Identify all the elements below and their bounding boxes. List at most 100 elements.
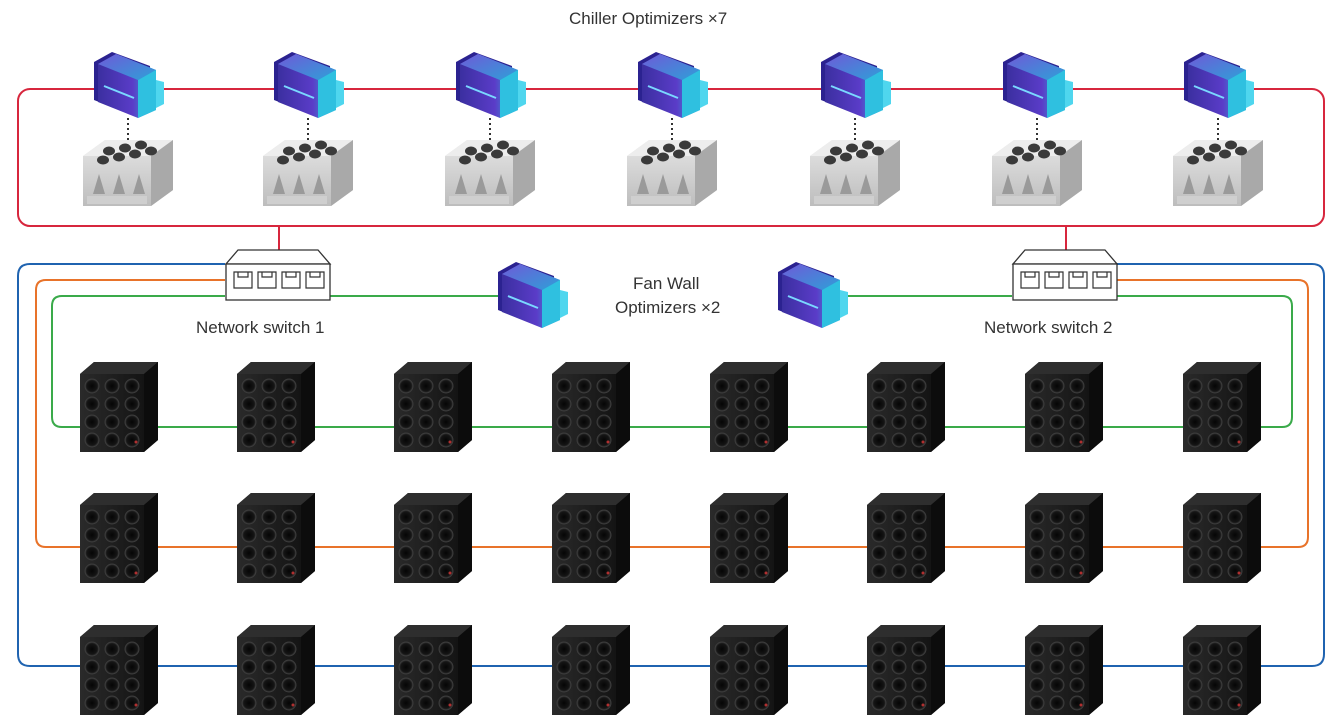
fan-wall-r1-c6-fan-4 [871,396,887,412]
fan-wall-r1-c2-fan-6 [281,396,297,412]
fan-wall-r1-c6-status-light [921,440,925,444]
fan-wall-r2-c1-fan-5 [104,527,120,543]
chiller-4-fan-2 [663,143,675,153]
fan-wall-r3-c8-fan-5 [1207,659,1223,675]
fan-wall-r3-c3-status-light [448,703,452,707]
network-switches [224,249,1119,301]
fan-wall-r2-c2-fan-4 [241,527,257,543]
fan-wall-r3-c6-fan-1 [871,641,887,657]
fan-wall-r1-c3-fan-4 [398,396,414,412]
chiller-3-fan-7 [507,146,519,156]
fan-wall-r3-c7-fan-2 [1049,641,1065,657]
fan-wall-r3-c7 [1025,625,1103,715]
fan-wall-r3-c2-side [301,625,315,715]
fan-wall-r2-c6-fan-2 [891,509,907,525]
fan-wall-r1-c7-fan-7 [1029,414,1045,430]
fan-wall-r3-c7-fan-12 [1069,695,1085,711]
chiller-4-fan-4 [641,155,653,165]
fan-wall-r2-c1-fan-2 [104,509,120,525]
fan-wall-r3-c5-fan-2 [734,641,750,657]
fan-wall-r1-c3 [394,362,472,452]
fan-wall-units [80,362,1261,715]
fan-wall-r1-c1-fan-7 [84,414,100,430]
network-switch-2-label: Network switch 2 [984,318,1113,337]
chiller-1-fan-3 [135,140,147,150]
fan-wall-r1-c1-fan-6 [124,396,140,412]
fan-wall-r3-c7-top [1025,625,1103,637]
fan-wall-r2-c3-fan-9 [438,545,454,561]
fan-wall-r2-c1-fan-12 [124,563,140,579]
fan-wall-r2-c2-fan-1 [241,509,257,525]
fan-wall-r1-c2-fan-4 [241,396,257,412]
fan-wall-r2-c1-fan-6 [124,527,140,543]
chiller-1-base [87,196,147,204]
fan-wall-r3-c3-fan-10 [398,695,414,711]
fan-wall-r2-c7-fan-11 [1049,563,1065,579]
fan-wall-r2-c7-fan-3 [1069,509,1085,525]
chiller-5-fan-1 [830,146,842,156]
fan-wall-optimizer-1-led-strip [507,295,539,309]
fan-wall-r1-c3-fan-8 [418,414,434,430]
fan-wall-r1-c7-fan-11 [1049,432,1065,448]
fan-wall-r1-c4-fan-1 [556,378,572,394]
fan-wall-r3-c1-fan-10 [84,695,100,711]
fan-wall-r2-c7-top [1025,493,1103,505]
fan-wall-r1-c2 [237,362,315,452]
fan-wall-r3-c1-fan-9 [124,677,140,693]
chiller-3-fan-5 [475,152,487,162]
fan-wall-r2-c7-fan-6 [1069,527,1085,543]
fan-wall-r1-c5-fan-2 [734,378,750,394]
fan-wall-r1-c4-fan-8 [576,414,592,430]
fan-wall-r1-c6-fan-8 [891,414,907,430]
fan-wall-r3-c1 [80,625,158,715]
chiller-2-base [267,196,327,204]
chiller-1-fan-2 [119,143,131,153]
fan-wall-r2-c7-fan-9 [1069,545,1085,561]
fan-wall-r1-c7-fan-9 [1069,414,1085,430]
fan-wall-r2-c2-fan-10 [241,563,257,579]
fan-wall-r2-c1-side [144,493,158,583]
fan-wall-r3-c5-fan-11 [734,695,750,711]
fan-wall-r2-c7 [1025,493,1103,583]
fan-wall-optimizer-2-top [782,264,840,290]
fan-wall-r3-c6-fan-10 [871,695,887,711]
fan-wall-r2-c4-fan-4 [556,527,572,543]
fan-wall-r1-c4-fan-6 [596,396,612,412]
network-switch-2-icon-port-3 [1068,271,1088,289]
network-switch-1-icon-port-2 [257,271,277,289]
fan-wall-r3-c2-top [237,625,315,637]
fan-wall-r3-c5-fan-4 [714,659,730,675]
fan-wall-r3-c6-fan-8 [891,677,907,693]
chiller-1-side [151,140,173,206]
fan-wall-r1-c6-top [867,362,945,374]
fan-wall-r1-c4-fan-3 [596,378,612,394]
fan-wall-r1-c5-status-light [764,440,768,444]
fan-wall-r3-c3-fan-1 [398,641,414,657]
fan-wall-r1-c4-fan-2 [576,378,592,394]
chiller-5-fan-2 [846,143,858,153]
fan-wall-r2-c3-fan-7 [398,545,414,561]
chiller-7-fan-1 [1193,146,1205,156]
fan-wall-r3-c5-fan-10 [714,695,730,711]
chiller-6-fan-7 [1054,146,1066,156]
fan-wall-r3-c4-status-light [606,703,610,707]
chiller-optimizer-7 [1184,52,1254,118]
fan-wall-r2-c5-fan-4 [714,527,730,543]
fan-wall-r2-c5-fan-1 [714,509,730,525]
fan-wall-r2-c6-status-light [921,571,925,575]
chiller-optimizer-3-top [460,54,518,80]
chiller-6-fan-3 [1044,140,1056,150]
fan-wall-r2-c1-fan-10 [84,563,100,579]
fan-wall-r3-c2-fan-6 [281,659,297,675]
chiller-5-fan-5 [840,152,852,162]
network-switch-1-icon-top [224,249,332,265]
network-switch-2-icon-port-2 [1044,271,1064,289]
chiller-7 [1173,140,1263,206]
fan-wall-r2-c5-fan-9 [754,545,770,561]
fan-wall-r3-c5-fan-7 [714,677,730,693]
fan-wall-r1-c8-side [1247,362,1261,452]
fan-wall-r2-c4-fan-11 [576,563,592,579]
fan-wall-r1-c4 [552,362,630,452]
chiller-2-fan-2 [299,143,311,153]
